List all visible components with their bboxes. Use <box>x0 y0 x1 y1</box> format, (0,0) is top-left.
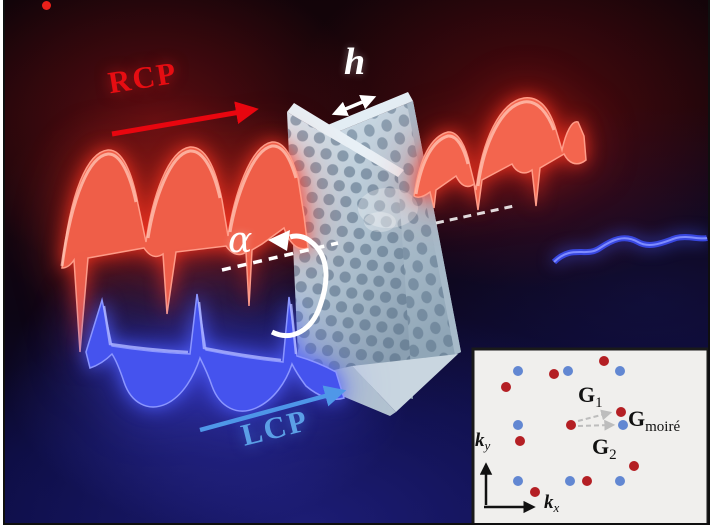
inset-blue-lattice-dots <box>513 366 628 486</box>
gmoire-vector-label: Gmoiré <box>628 406 680 436</box>
dashed-axis-line-right <box>435 204 515 225</box>
lattice-dot <box>629 461 639 471</box>
kx-base: k <box>544 492 554 513</box>
lattice-dot <box>549 369 559 379</box>
alpha-rotation-arrow <box>268 230 329 339</box>
scene-graphics <box>60 92 708 523</box>
lattice-dot <box>599 356 609 366</box>
lattice-dot <box>501 382 511 392</box>
g2-base: G <box>592 434 610 459</box>
inset-red-lattice-dots <box>501 356 639 497</box>
twist-angle-label: α <box>228 220 253 261</box>
lattice-dot <box>513 476 523 486</box>
gmoire-base: G <box>628 406 646 431</box>
inset-panel <box>471 347 708 523</box>
g1-vector-label: G1 <box>578 382 603 412</box>
inset-axes <box>479 462 536 514</box>
g-vector-arrows <box>577 409 616 431</box>
lattice-dot <box>563 366 573 376</box>
lcp-arrow <box>199 385 347 433</box>
rcp-transmitted-wave <box>413 97 587 211</box>
ky-base: k <box>475 430 485 451</box>
rcp-wave <box>60 141 309 353</box>
figure-canvas: RCP LCP h α G1 Gmoiré G2 ky kx <box>5 0 708 523</box>
lattice-dot <box>615 366 625 376</box>
g2-vector-label: G2 <box>592 434 617 464</box>
lattice-dot <box>618 420 628 430</box>
slab-gap-label: h <box>344 41 366 83</box>
front-slab <box>287 103 418 399</box>
lattice-dot <box>582 476 592 486</box>
rcp-arrow <box>111 101 259 137</box>
ky-axis-label: ky <box>475 430 490 454</box>
lcp-transmitted-wave <box>551 234 708 265</box>
lattice-dot <box>513 366 523 376</box>
gmoire-subscript: moiré <box>645 419 681 435</box>
lattice-dot <box>565 476 575 486</box>
h-gap-arrow <box>331 95 377 116</box>
lattice-dot <box>513 420 523 430</box>
kx-subscript: x <box>553 500 560 515</box>
g1-subscript: 1 <box>595 395 603 411</box>
lattice-dot <box>530 487 540 497</box>
lattice-dot <box>566 420 576 430</box>
g2-subscript: 2 <box>609 447 617 463</box>
lattice-dot <box>515 436 525 446</box>
figure-frame: RCP LCP h α G1 Gmoiré G2 ky kx <box>3 0 710 525</box>
kx-axis-label: kx <box>544 492 559 516</box>
red-annotation-dot <box>42 1 51 10</box>
ky-subscript: y <box>484 438 491 453</box>
lattice-dot <box>615 476 625 486</box>
lcp-wave <box>85 293 345 412</box>
lattice-dot <box>616 407 626 417</box>
g1-base: G <box>578 382 596 407</box>
